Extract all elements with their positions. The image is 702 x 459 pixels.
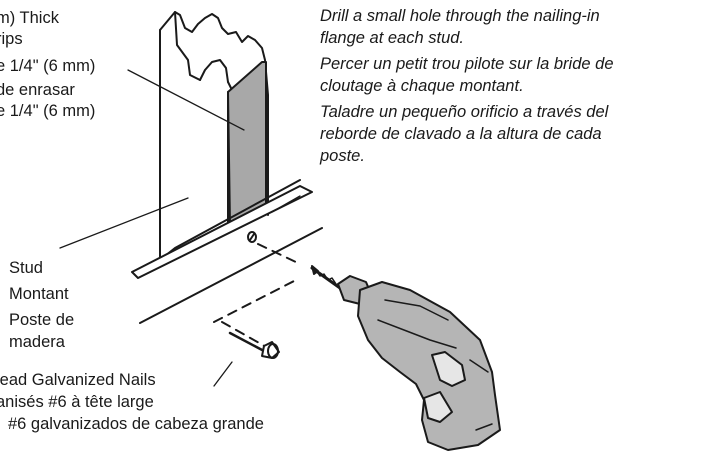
nailing-flange xyxy=(131,185,313,279)
power-drill xyxy=(337,275,501,451)
strips-label-es-line1: de enrasar xyxy=(0,81,75,99)
nails-label-es: #6 galvanizados de cabeza grande xyxy=(8,415,264,433)
stud-label-fr: Montant xyxy=(9,285,69,303)
strips-label-fr-line: e 1/4" (6 mm) xyxy=(0,57,96,75)
drill-bit xyxy=(310,265,342,290)
strips-label-en-line2: rips xyxy=(0,30,23,48)
strips-label-en-line1: m) Thick xyxy=(0,9,59,27)
shim-strip xyxy=(227,61,267,226)
stud-label-es-line1: Poste de xyxy=(9,311,75,329)
drill-instruction-es-line2: reborde de clavado a la altura de cada xyxy=(320,125,602,143)
stud-label-en: Stud xyxy=(9,259,43,277)
drill-instruction-fr-line1: Percer un petit trou pilote sur la bride… xyxy=(320,55,614,73)
drill-instruction-es-line1: Taladre un pequeño orificio a través del xyxy=(320,103,609,121)
drill-instruction-en-line2: flange at each stud. xyxy=(320,29,465,47)
drill-instruction-fr-line2: cloutage à chaque montant. xyxy=(320,77,524,95)
nails-label-fr: anisés #6 à tête large xyxy=(0,393,154,411)
stud-label-es-line2: madera xyxy=(9,333,65,351)
nails-label-en: lead Galvanized Nails xyxy=(0,371,156,389)
drill-instruction-es-line3: poste. xyxy=(320,147,365,165)
drill-instruction-en-line1: Drill a small hole through the nailing-i… xyxy=(320,7,600,25)
pilot-hole xyxy=(247,231,257,243)
strips-label-es-line2: e 1/4" (6 mm) xyxy=(0,102,96,120)
galvanized-nail xyxy=(228,331,280,359)
